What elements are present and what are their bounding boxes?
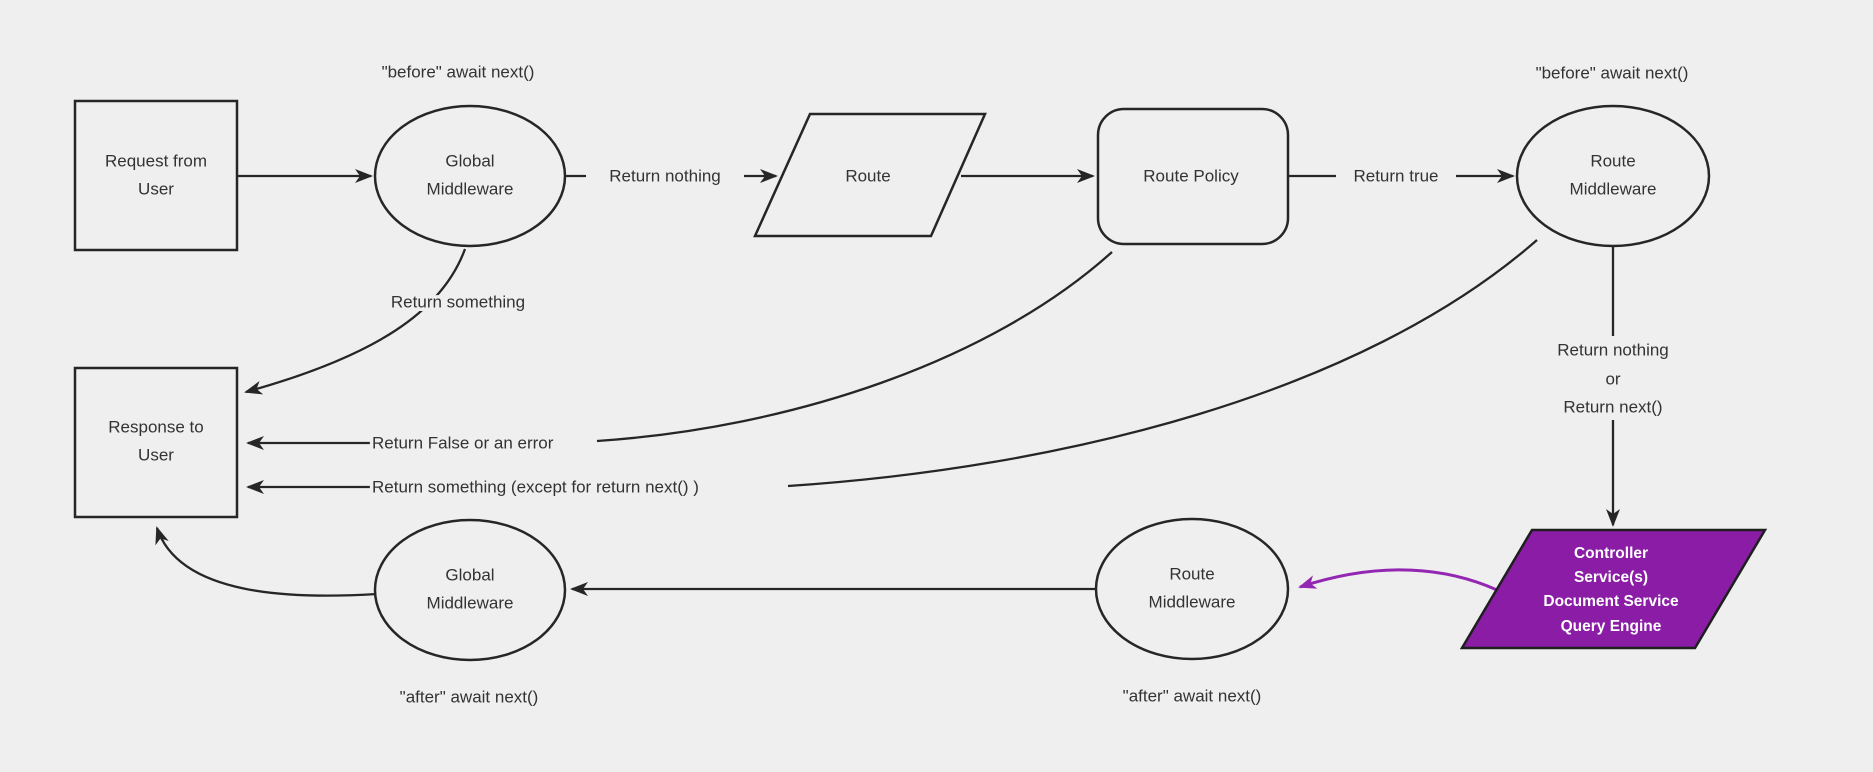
annotations: "before" await next() "before" await nex…: [382, 62, 1689, 706]
label-return-something-except: Return something (except for return next…: [372, 477, 699, 496]
label-return-true: Return true: [1353, 166, 1438, 185]
request-from-user-label-line2: User: [138, 179, 174, 198]
route-middleware-bottom-label-line2: Middleware: [1149, 592, 1236, 611]
global-middleware-top-label-line2: Middleware: [427, 179, 514, 198]
label-return-nothing-or-next-line3: Return next(): [1563, 397, 1662, 416]
route-label: Route: [845, 166, 890, 185]
route-middleware-top-node: [1515, 104, 1711, 248]
label-return-nothing-or-next-line1: Return nothing: [1557, 340, 1669, 359]
route-middleware-bottom-node: [1094, 517, 1290, 661]
annotation-after-await-left: "after" await next(): [400, 687, 539, 706]
label-return-false-or-error: Return False or an error: [372, 433, 554, 452]
controller-label-line1: Controller: [1574, 545, 1648, 562]
route-middleware-top-label-line1: Route: [1590, 151, 1635, 170]
controller-services-node: [1459, 528, 1768, 650]
global-middleware-bottom-label-line1: Global: [445, 565, 494, 584]
annotation-before-await-right: "before" await next(): [1536, 63, 1689, 82]
edges: [155, 169, 1620, 597]
edge-labels: Return nothing Return true Return someth…: [369, 163, 1673, 500]
edge-policy-to-response-curve: [596, 251, 1113, 443]
global-middleware-top-label-line1: Global: [445, 151, 494, 170]
route-policy-node: [1096, 107, 1290, 246]
response-to-user-label-line2: User: [138, 445, 174, 464]
route-middleware-bottom-label-line1: Route: [1169, 564, 1214, 583]
route-middleware-top-label-line2: Middleware: [1570, 179, 1657, 198]
response-to-user-label-line1: Response to: [108, 417, 203, 436]
edge-globalmw-to-response: [155, 526, 378, 597]
controller-label-line4: Query Engine: [1561, 618, 1662, 635]
annotation-after-await-right: "after" await next(): [1123, 686, 1262, 705]
global-middleware-bottom-node: [373, 518, 567, 662]
label-return-something: Return something: [391, 292, 525, 311]
route-node: [753, 112, 987, 238]
response-to-user-node: [73, 366, 239, 519]
global-middleware-top-node: [373, 104, 567, 248]
controller-label-line2: Service(s): [1574, 569, 1648, 586]
label-return-nothing: Return nothing: [609, 166, 721, 185]
route-policy-label: Route Policy: [1143, 166, 1239, 185]
nodes: Request from User Global Middleware Rout…: [73, 99, 1768, 662]
label-return-nothing-or-next-line2: or: [1605, 369, 1620, 388]
annotation-before-await-left: "before" await next(): [382, 62, 535, 81]
edge-routemw-to-response-curve: [787, 239, 1538, 488]
request-from-user-node: [73, 99, 239, 252]
edge-global-to-response-return-something: [244, 248, 467, 395]
edge-controller-to-routemw-purple: [1298, 568, 1498, 592]
global-middleware-bottom-label-line2: Middleware: [427, 593, 514, 612]
request-from-user-label-line1: Request from: [105, 151, 207, 170]
controller-label-line3: Document Service: [1543, 593, 1679, 610]
